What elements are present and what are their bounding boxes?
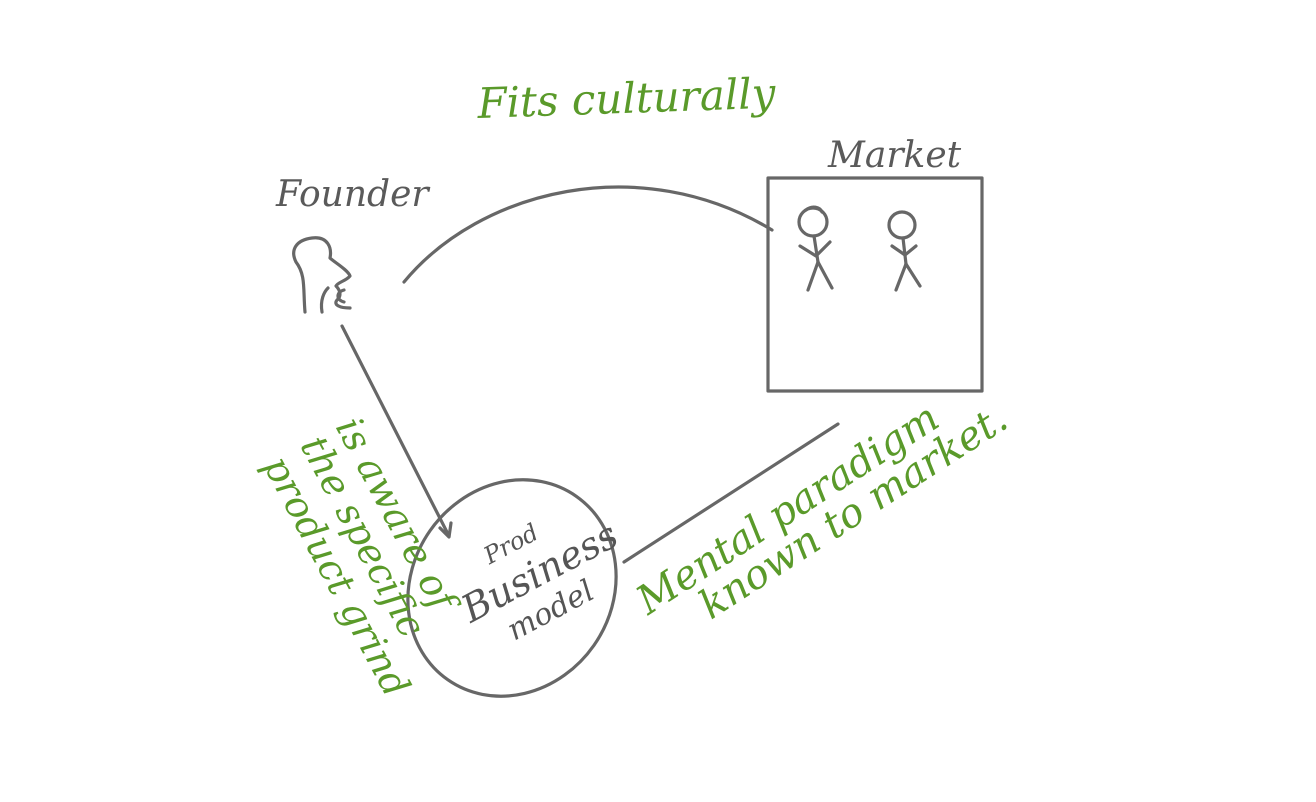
founder-label: Founder [275, 174, 430, 215]
market-box [766, 176, 984, 393]
paradigm-line [622, 422, 840, 564]
person-icon [887, 210, 922, 292]
market-label: Market [827, 135, 962, 176]
founder-head-icon [292, 236, 352, 314]
awareness-arrow [340, 324, 453, 539]
business-model-ellipse [406, 478, 618, 698]
culture-fit-arc [402, 185, 774, 284]
person-icon [797, 205, 834, 292]
fits-culturally-label: Fits culturally [476, 69, 778, 128]
